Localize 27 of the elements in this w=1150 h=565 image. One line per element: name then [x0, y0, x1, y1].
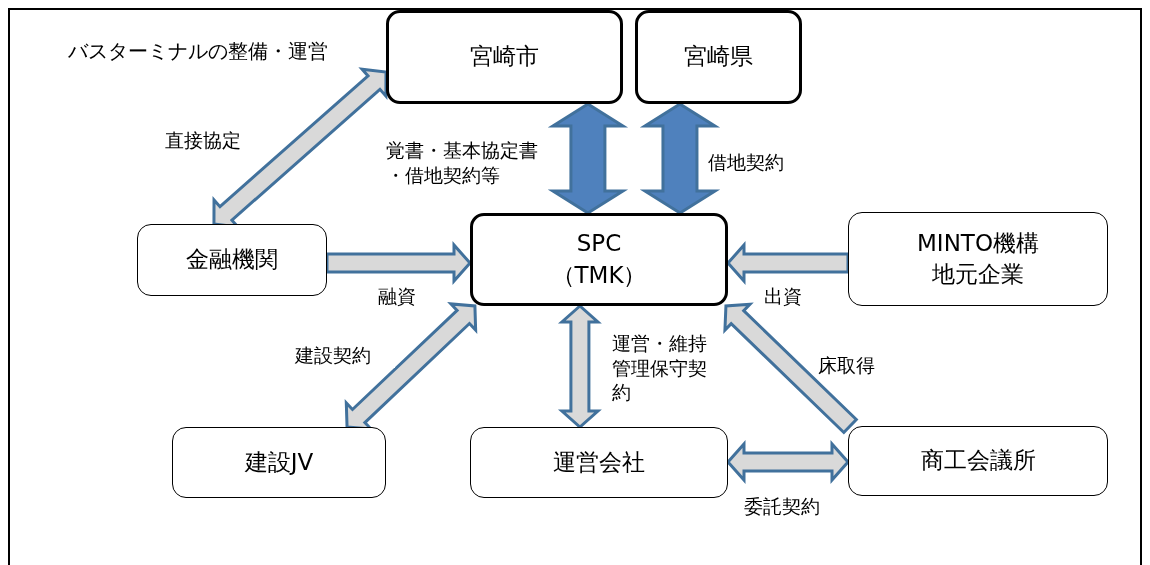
entity-name: 地元企業	[932, 260, 1024, 289]
entity-box	[172, 427, 386, 498]
double-block-arrow	[557, 304, 602, 429]
entity-name: 運営会社	[553, 447, 645, 477]
block-arrow	[325, 241, 472, 285]
entity-name: （TMK）	[551, 260, 647, 290]
double-block-arrow	[639, 102, 721, 215]
entity-name: 宮崎市	[470, 42, 539, 72]
entity-name: 建設JV	[244, 447, 314, 477]
entity-box	[386, 10, 623, 104]
block-arrow	[726, 241, 850, 285]
entity-name: MINTO機構	[917, 228, 1039, 258]
entity-box	[470, 427, 728, 498]
entity-name: 宮崎県	[684, 42, 753, 72]
entity-box	[848, 426, 1108, 496]
block-arrow	[723, 302, 859, 435]
double-block-arrow	[726, 440, 850, 484]
heading-text: バスターミナルの整備・運営	[68, 38, 328, 65]
entity-box	[848, 212, 1108, 306]
entity-name: 金融機関	[186, 245, 278, 275]
entity-box	[137, 224, 327, 296]
entity-name: 商工会議所	[920, 446, 1036, 476]
entity-box	[635, 10, 802, 104]
entity-box	[470, 213, 728, 306]
edge-label: 建設契約	[295, 343, 395, 368]
entity-name: SPC	[576, 229, 622, 259]
double-block-arrow	[547, 102, 629, 215]
